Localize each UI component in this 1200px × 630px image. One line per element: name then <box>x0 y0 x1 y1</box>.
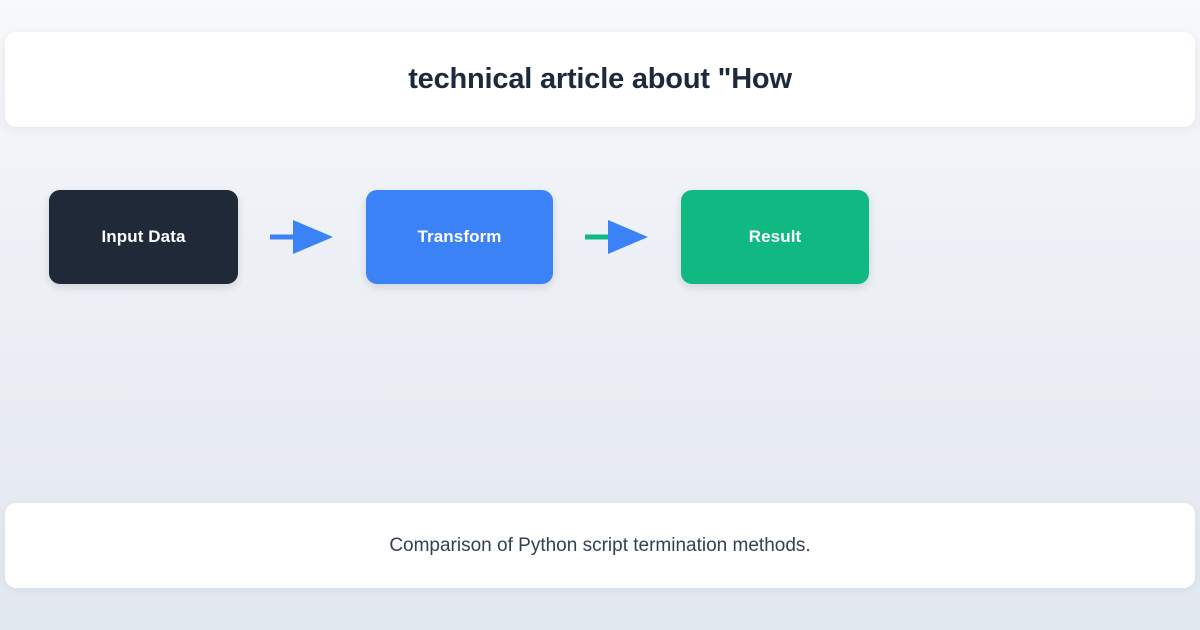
flow-connector-input-to-transform <box>238 190 366 284</box>
flow-node-label: Input Data <box>101 227 186 246</box>
page-title: technical article about "How <box>408 63 792 95</box>
flow-diagram: Input Data Transform Result <box>0 190 1200 284</box>
flow-node-label: Transform <box>417 227 502 246</box>
flow-node-transform[interactable]: Transform <box>366 190 553 284</box>
footer-card: Comparison of Python script termination … <box>5 503 1195 588</box>
arrow-right-icon <box>585 218 649 256</box>
arrow-right-icon <box>270 218 334 256</box>
flow-sequence: Input Data Transform Result <box>49 190 869 284</box>
header-card: technical article about "How <box>5 32 1195 127</box>
diagram-caption: Comparison of Python script termination … <box>389 534 811 556</box>
flow-node-label: Result <box>748 227 802 246</box>
flow-node-input-data[interactable]: Input Data <box>49 190 238 284</box>
flow-connector-transform-to-result <box>553 190 681 284</box>
flow-node-result[interactable]: Result <box>681 190 869 284</box>
